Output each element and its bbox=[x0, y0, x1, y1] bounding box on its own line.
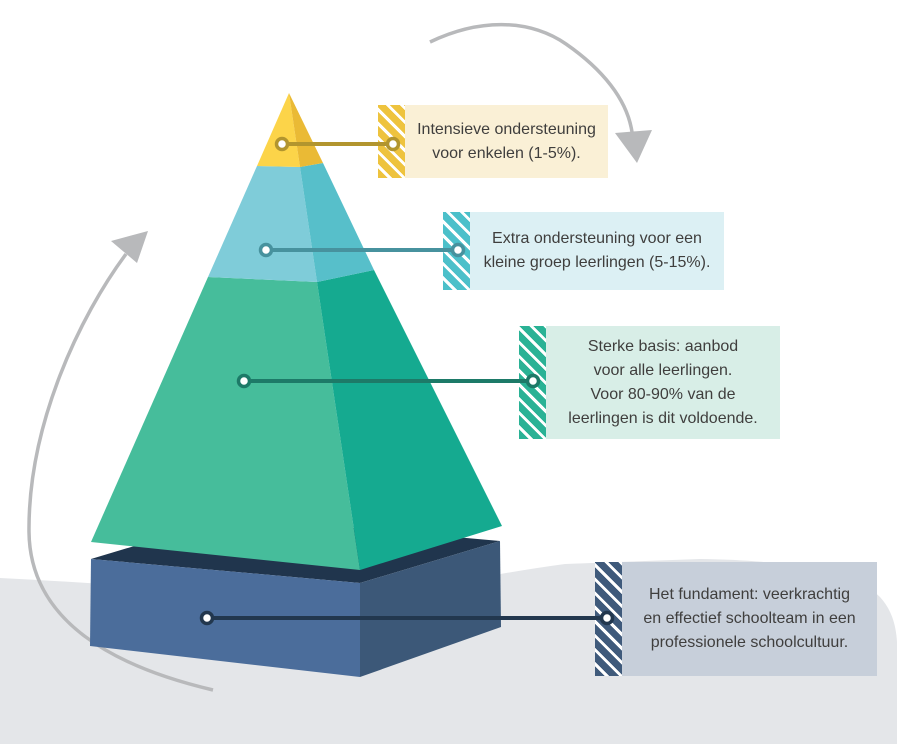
stripe-bar bbox=[378, 105, 405, 178]
callout-extra-ondersteuning: Extra ondersteuning voor een kleine groe… bbox=[443, 212, 724, 290]
pyramid-tier2-right-face bbox=[300, 163, 374, 282]
callout-text: Sterke basis: aanbod voor alle leerlinge… bbox=[546, 326, 780, 439]
stripe-bar bbox=[443, 212, 470, 290]
stripe-bar bbox=[595, 562, 622, 676]
foundation-side-face bbox=[360, 541, 501, 677]
cycle-arrow-up-icon bbox=[27, 231, 214, 692]
pyramid-tier1-left-face bbox=[257, 93, 300, 167]
callout-text: Extra ondersteuning voor een kleine groe… bbox=[470, 212, 724, 290]
callout-intensieve-ondersteuning: Intensieve ondersteuning voor enkelen (1… bbox=[378, 105, 608, 178]
callout-text: Intensieve ondersteuning voor enkelen (1… bbox=[405, 105, 608, 178]
pyramid-tier3-right-face bbox=[317, 270, 502, 570]
pyramid bbox=[91, 93, 502, 570]
callout-text: Het fundament: veerkrachtig en effectief… bbox=[622, 562, 877, 676]
stripe-bar bbox=[519, 326, 546, 439]
callout-sterke-basis: Sterke basis: aanbod voor alle leerlinge… bbox=[519, 326, 780, 439]
cycle-arrow-down-icon bbox=[429, 22, 652, 163]
pyramid-tier1-right-face bbox=[289, 93, 323, 167]
callout-fundament: Het fundament: veerkrachtig en effectief… bbox=[595, 562, 877, 676]
pyramid-tier2-left-face bbox=[208, 166, 317, 282]
pyramid-tier3-left-face bbox=[91, 277, 360, 570]
